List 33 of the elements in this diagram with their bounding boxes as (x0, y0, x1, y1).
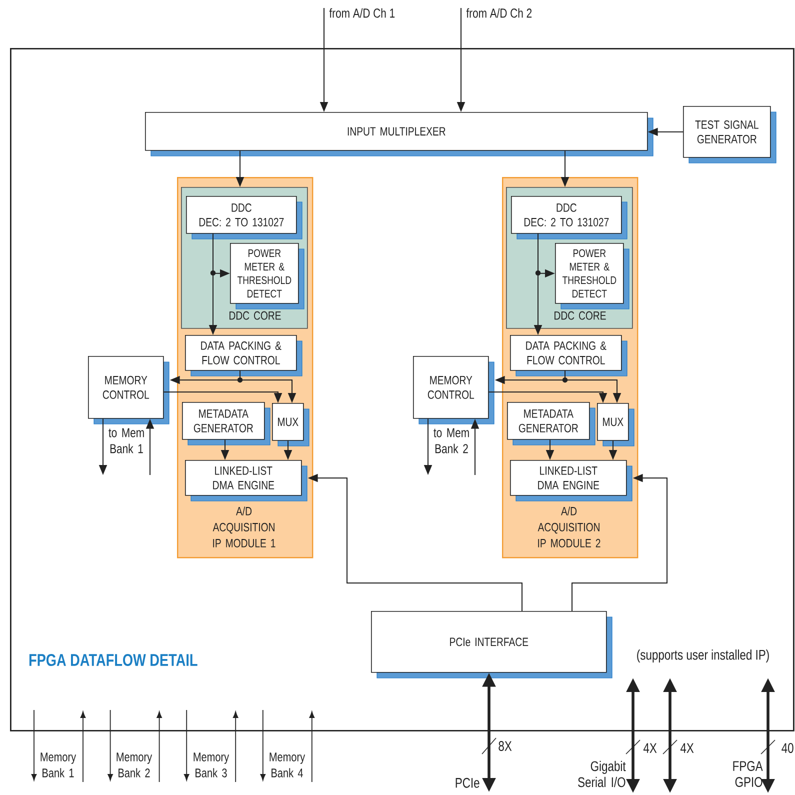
process-box: MEMORY CONTROL (88, 356, 170, 424)
process-box: TEST SIGNAL GENERATOR (683, 106, 776, 164)
label-text: 4X (680, 743, 694, 753)
port-label: PCIe (456, 778, 480, 788)
process-box: MEMORY CONTROL (413, 356, 494, 424)
process-box: POWER METER & THRESHOLD DETECT (230, 243, 304, 310)
label-text: FPGA GPIO (733, 761, 763, 787)
input-label: from A/D Ch 1 (329, 8, 395, 18)
label-text: Memory Bank 3 (194, 752, 230, 778)
process-box: DATA PACKING & FLOW CONTROL (510, 335, 628, 376)
process-box: METADATA GENERATOR (182, 402, 270, 446)
process-box: METADATA GENERATOR (507, 402, 596, 446)
edge-label: 8X (498, 741, 512, 751)
input-label: from A/D Ch 2 (466, 8, 532, 18)
process-box: PCIe INTERFACE (371, 611, 612, 678)
mux-box: MUX (272, 403, 310, 446)
process-box: DATA PACKING & FLOW CONTROL (185, 335, 302, 376)
process-box: LINKED-LIST DMA ENGINE (185, 460, 308, 502)
process-box: DDC DEC: 2 TO 131027 (511, 196, 628, 240)
label-text: (supports user installed IP) (637, 649, 769, 663)
process-box: INPUT MULTIPLEXER (145, 112, 654, 156)
label-text: Memory Bank 1 (40, 752, 76, 778)
beside-note: to Mem Bank 2 (434, 428, 469, 454)
beside-note: to Mem Bank 1 (108, 428, 144, 454)
mux-box: MUX (597, 403, 634, 446)
label-text: Memory Bank 2 (116, 752, 152, 778)
label-text: 40 (782, 743, 794, 753)
process-box: LINKED-LIST DMA ENGINE (510, 460, 632, 502)
process-box: DDC DEC: 2 TO 131027 (186, 196, 302, 240)
label-text: Memory Bank 4 (270, 752, 306, 778)
label-text: Gigabit Serial I/O (578, 760, 626, 788)
process-box: POWER METER & THRESHOLD DETECT (555, 243, 630, 310)
label-text: 4X (643, 743, 657, 753)
